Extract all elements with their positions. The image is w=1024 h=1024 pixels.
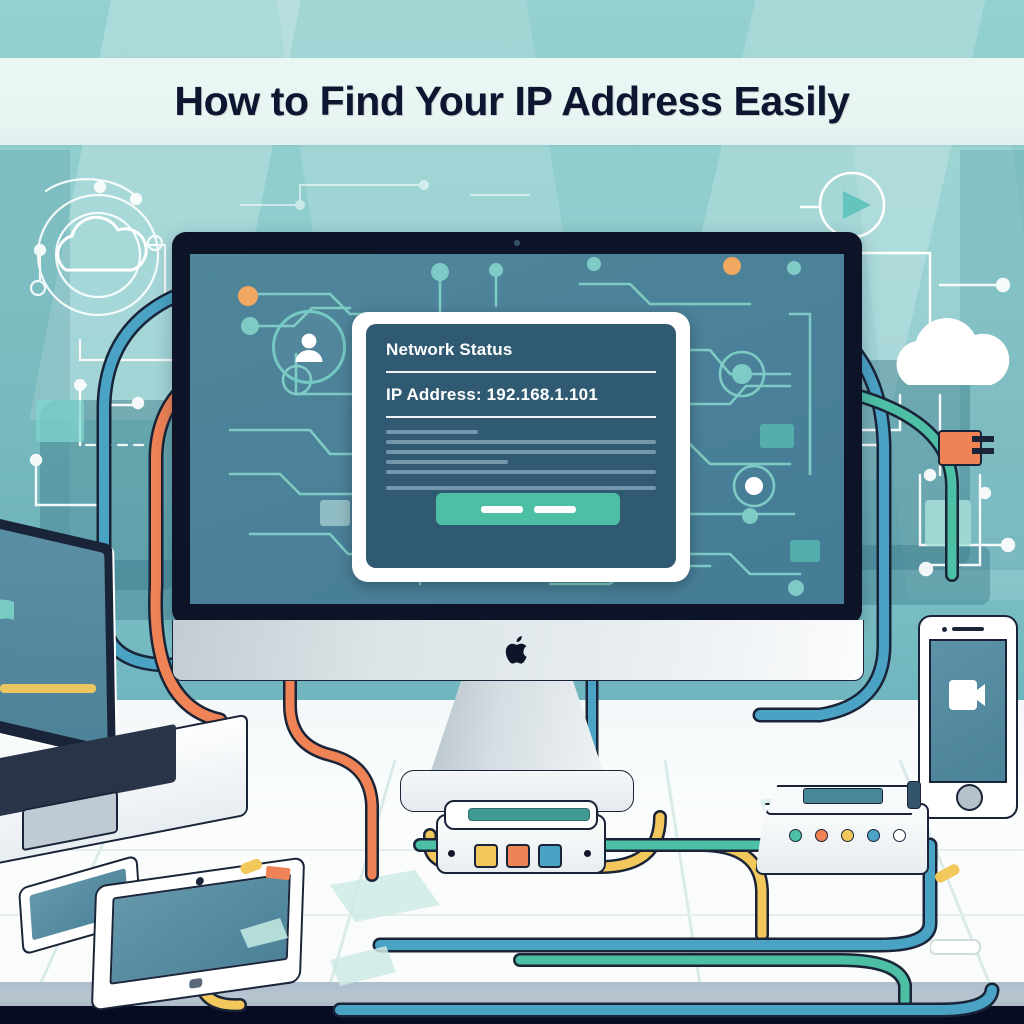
monitor-stand-neck [430, 680, 604, 774]
desk-confetti [934, 864, 960, 883]
monitor-chin [172, 620, 864, 681]
router-led-4 [867, 829, 880, 842]
banner-bar: How to Find Your IP Address Easily [0, 58, 1024, 145]
dialog-divider [386, 371, 656, 373]
switch-screw [584, 850, 591, 857]
switch-screw [448, 850, 455, 857]
user-avatar-node [272, 310, 346, 384]
switch-indicator-slot [468, 808, 590, 821]
router-led-5 [893, 829, 906, 842]
network-status-dialog[interactable]: Network Status IP Address: 192.168.1.101 [366, 324, 676, 568]
floor-strip [0, 1006, 1024, 1024]
switch-port-3[interactable] [538, 844, 562, 868]
router-led-1 [789, 829, 802, 842]
desk-confetti [240, 858, 291, 881]
page-title: How to Find Your IP Address Easily [174, 78, 850, 124]
wifi-router[interactable] [755, 781, 929, 875]
tablet-home-button[interactable] [189, 977, 203, 989]
dialog-placeholder-lines [386, 430, 656, 490]
switch-port-1[interactable] [474, 844, 498, 868]
phone-camera-icon [942, 627, 947, 632]
router-led-3 [841, 829, 854, 842]
user-avatar-icon [295, 333, 323, 362]
ip-address-value: IP Address: 192.168.1.101 [386, 385, 598, 404]
phone-home-button[interactable] [956, 784, 983, 811]
desk-confetti [930, 939, 981, 955]
router-led-2 [815, 829, 828, 842]
webcam-dot-icon [514, 240, 520, 246]
ethernet-prongs [972, 436, 994, 454]
laptop-screen-shape [0, 599, 14, 620]
router-display [803, 788, 883, 804]
button-label-bar [480, 505, 523, 513]
laptop-screen-accent [0, 684, 96, 693]
switch-top-panel [444, 800, 598, 830]
smartphone-upright[interactable] [918, 615, 1018, 819]
switch-port-2[interactable] [506, 844, 530, 868]
button-label-bar [533, 505, 576, 513]
dialog-divider [386, 416, 656, 418]
desk-confetti [240, 918, 288, 948]
network-switch[interactable] [436, 800, 606, 874]
router-antenna [907, 781, 921, 809]
app-icon [949, 680, 985, 710]
dialog-title: Network Status [386, 340, 513, 359]
dialog-primary-button[interactable] [436, 493, 620, 525]
apple-logo-icon [505, 635, 527, 664]
desk-confetti [330, 946, 396, 986]
phone-screen[interactable] [929, 639, 1007, 783]
phone-speaker-icon [952, 627, 984, 631]
